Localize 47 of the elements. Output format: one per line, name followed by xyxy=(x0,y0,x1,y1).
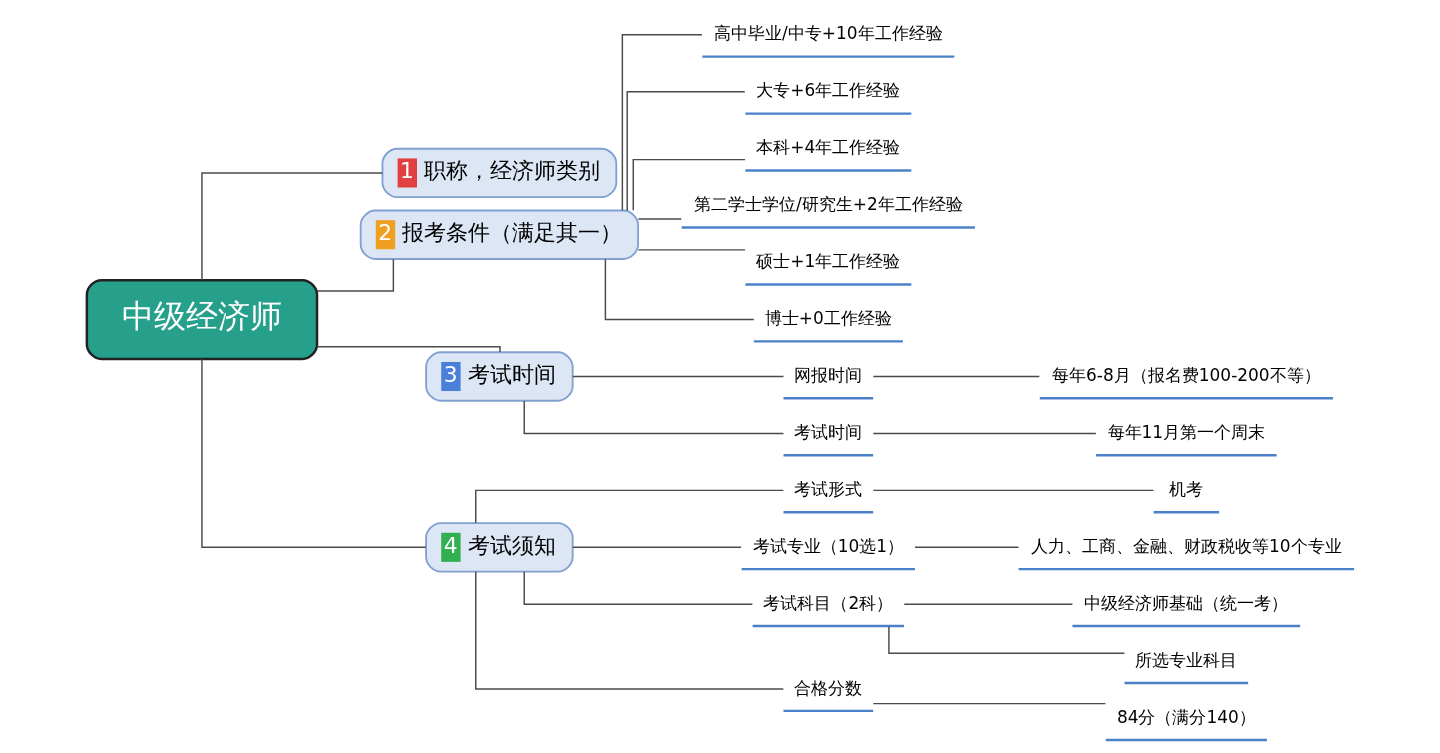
node-text: 机考 xyxy=(1168,478,1203,499)
connector xyxy=(315,258,394,292)
node-text: 考试形式 xyxy=(793,478,862,499)
connector xyxy=(523,571,753,605)
node-text: 人力、工商、金融、财政税收等10个专业 xyxy=(1030,535,1342,556)
node-text: 每年6-8月（报名费100-200不等） xyxy=(1051,364,1321,385)
connector xyxy=(604,258,754,321)
node-text: 考试科目（2科） xyxy=(762,592,893,613)
connector xyxy=(872,432,1097,435)
node-text: 每年11月第一个周末 xyxy=(1107,421,1265,442)
node-text: 网报时间 xyxy=(793,364,862,385)
node-text: 中级经济师基础（统一考） xyxy=(1083,592,1288,613)
connector xyxy=(637,218,682,220)
connector xyxy=(887,625,1125,655)
node-text: 硕士+1年工作经验 xyxy=(755,251,900,272)
connector xyxy=(872,702,1106,705)
node-box: 4 考试须知 xyxy=(424,522,574,573)
connector xyxy=(872,375,1040,378)
node-text: 第二学士学位/研究生+2年工作经验 xyxy=(693,194,963,215)
node-text: 所选专业科目 xyxy=(1134,649,1237,670)
connector xyxy=(200,172,383,281)
node-text: 考试时间 xyxy=(793,421,862,442)
connector xyxy=(200,358,427,549)
connector xyxy=(913,546,1019,549)
node-text: 大专+6年工作经验 xyxy=(755,80,900,101)
node-box: 3 考试时间 xyxy=(424,351,574,402)
node-text: 合格分数 xyxy=(793,677,862,698)
connector xyxy=(626,91,745,212)
connector xyxy=(903,603,1073,605)
connector xyxy=(474,570,784,690)
node-box: 1 职称，经济师类别 xyxy=(381,147,617,199)
connector xyxy=(315,346,501,353)
connector xyxy=(621,34,703,211)
connector xyxy=(571,546,742,549)
node-text: 博士+0工作经验 xyxy=(764,308,892,329)
connector xyxy=(523,400,784,435)
node-text: 84分（满分140） xyxy=(1116,706,1256,727)
node-box: 2 报考条件（满足其一） xyxy=(359,209,639,260)
connector xyxy=(632,158,746,211)
node-text: 高中毕业/中专+10年工作经验 xyxy=(713,23,943,44)
node-text: 本科+4年工作经验 xyxy=(755,137,900,158)
connector xyxy=(571,375,784,378)
connector xyxy=(637,249,746,251)
connector xyxy=(474,489,784,524)
node-box: 中级经济师 xyxy=(85,278,318,361)
node-text: 考试专业（10选1） xyxy=(752,535,904,556)
connector xyxy=(872,489,1154,492)
